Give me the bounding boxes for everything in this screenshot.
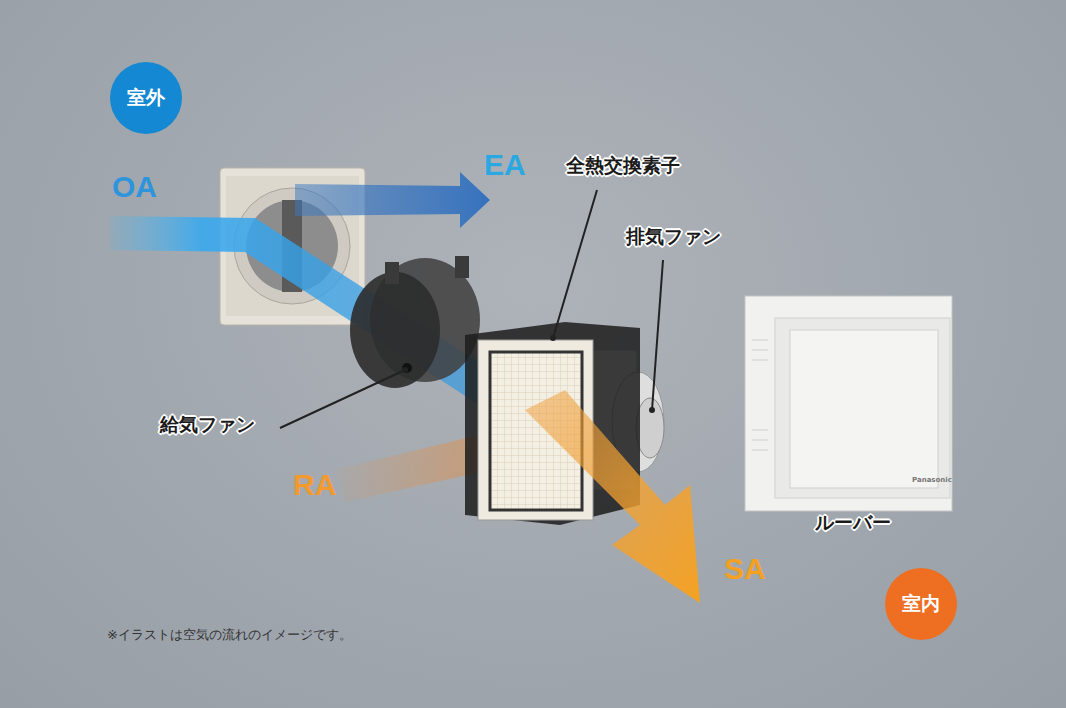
- badge-text: 室外: [127, 85, 165, 111]
- part-name: ルーバー: [815, 510, 891, 536]
- part-name: 給気ファン: [160, 412, 255, 438]
- footnote: ※イラストは空気の流れのイメージです。: [107, 626, 352, 644]
- airflow-code: SA: [724, 552, 766, 586]
- indoor-badge: 室内: [885, 568, 957, 640]
- part-name: 全熱交換素子: [566, 153, 680, 179]
- part-name: 排気ファン: [626, 224, 721, 250]
- airflow-code: OA: [112, 170, 157, 204]
- badge-text: 室内: [902, 591, 940, 617]
- airflow-code: RA: [293, 468, 336, 502]
- leader-line: [280, 190, 663, 428]
- brand-mark: Panasonic: [912, 476, 952, 484]
- airflow-code: EA: [484, 148, 526, 182]
- outdoor-badge: 室外: [110, 62, 182, 134]
